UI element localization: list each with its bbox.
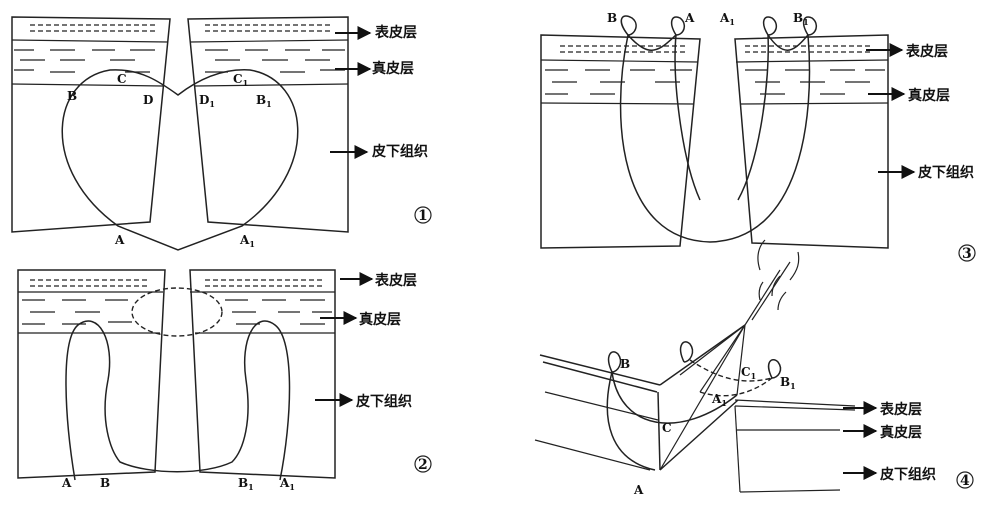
p1-label-d: D (143, 93, 153, 107)
p1-label-b1: B1 (256, 93, 272, 109)
p4-label-a: A (633, 483, 644, 497)
p4-epidermis-label: 表皮层 (879, 401, 922, 418)
panel-4-number: 4 (960, 473, 970, 489)
panel-4 (534, 239, 856, 493)
p1-label-c: C (117, 72, 127, 86)
p2-label-b1: B1 (238, 476, 254, 492)
p3-label-b: B (607, 11, 617, 25)
p4-label-a1: A1 (711, 392, 727, 408)
panel-2 (17, 269, 336, 481)
p2-label-a1: A1 (279, 476, 295, 492)
p4-label-c1: C1 (741, 365, 756, 381)
p4-label-b: B (620, 357, 630, 371)
panel-3 (540, 15, 889, 249)
p3-label-b1: B1 (793, 11, 809, 27)
p4-label-c: C (662, 421, 672, 435)
p4-subcutaneous-label: 皮下组织 (879, 466, 936, 483)
p2-label-b: B (100, 476, 110, 490)
p3-dermis-label: 真皮层 (908, 87, 950, 104)
p1-label-a1: A1 (239, 233, 255, 249)
p1-epidermis-label: 表皮层 (374, 24, 417, 41)
panel-3-number: 3 (962, 246, 972, 262)
p3-subcutaneous-label: 皮下组织 (917, 164, 974, 181)
p3-label-a1: A1 (719, 11, 735, 27)
panel-2-number: 2 (418, 457, 428, 473)
p1-label-c1: C1 (233, 72, 248, 88)
p2-label-a: A (61, 476, 72, 490)
p2-subcutaneous-label: 皮下组织 (355, 393, 412, 410)
p4-dermis-label: 真皮层 (880, 424, 922, 441)
panel-1 (11, 16, 349, 251)
p2-epidermis-label: 表皮层 (374, 272, 417, 289)
panel-1-number: 1 (418, 208, 428, 224)
p1-dermis-label: 真皮层 (372, 60, 414, 77)
p3-label-a: A (684, 11, 695, 25)
p3-epidermis-label: 表皮层 (905, 43, 948, 60)
p2-dermis-label: 真皮层 (359, 311, 401, 328)
p1-label-a: A (114, 233, 125, 247)
p4-label-b1: B1 (780, 375, 796, 391)
p1-subcutaneous-label: 皮下组织 (371, 143, 428, 160)
p1-label-d1: D1 (199, 93, 215, 109)
p1-label-b: B (67, 89, 77, 103)
